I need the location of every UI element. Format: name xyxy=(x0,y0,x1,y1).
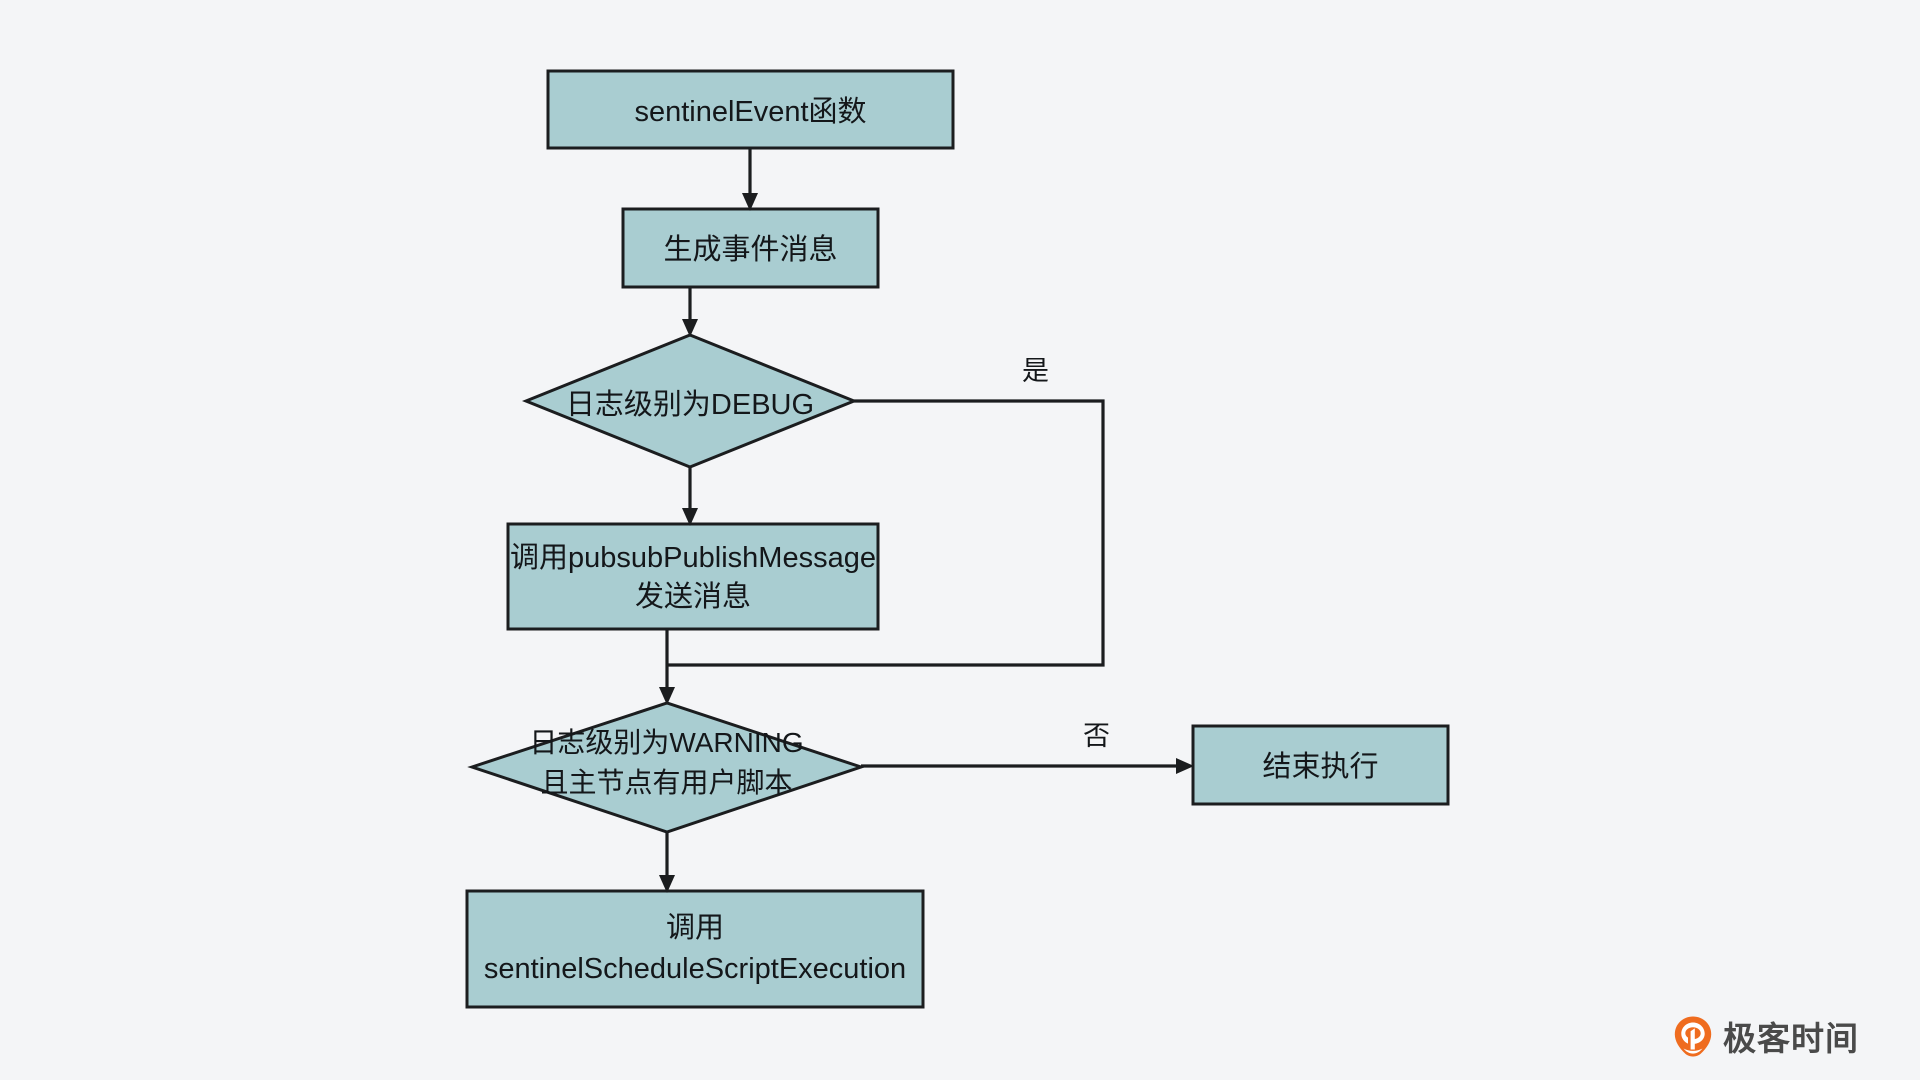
node-check-warning-shape[interactable] xyxy=(467,701,866,834)
edge-check-warning-no-to-end xyxy=(861,758,1194,774)
watermark-geektime: 极客时间 xyxy=(1672,1012,1859,1060)
edge-label-warning-no: 否 xyxy=(1083,721,1110,751)
edge-check-debug-yes-bypass xyxy=(668,399,1105,667)
edge-start-to-gen-msg xyxy=(742,148,758,211)
node-gen-msg-shape[interactable] xyxy=(621,207,880,289)
node-end-exec-shape[interactable] xyxy=(1191,724,1450,806)
node-schedule-shape[interactable] xyxy=(465,889,925,1009)
edge-gen-msg-to-check-debug xyxy=(682,287,698,337)
geektime-pin-logo-icon xyxy=(1672,1015,1714,1057)
watermark-brand-label: 极客时间 xyxy=(1723,1019,1859,1058)
edge-check-warning-to-schedule xyxy=(659,832,675,893)
edge-label-debug-yes: 是 xyxy=(1022,356,1049,386)
node-publish-shape[interactable] xyxy=(506,522,880,631)
edge-check-debug-to-publish xyxy=(682,467,698,526)
edge-publish-to-check-warning xyxy=(659,629,675,705)
node-start-shape[interactable] xyxy=(546,69,955,150)
node-check-debug-shape[interactable] xyxy=(521,333,859,469)
